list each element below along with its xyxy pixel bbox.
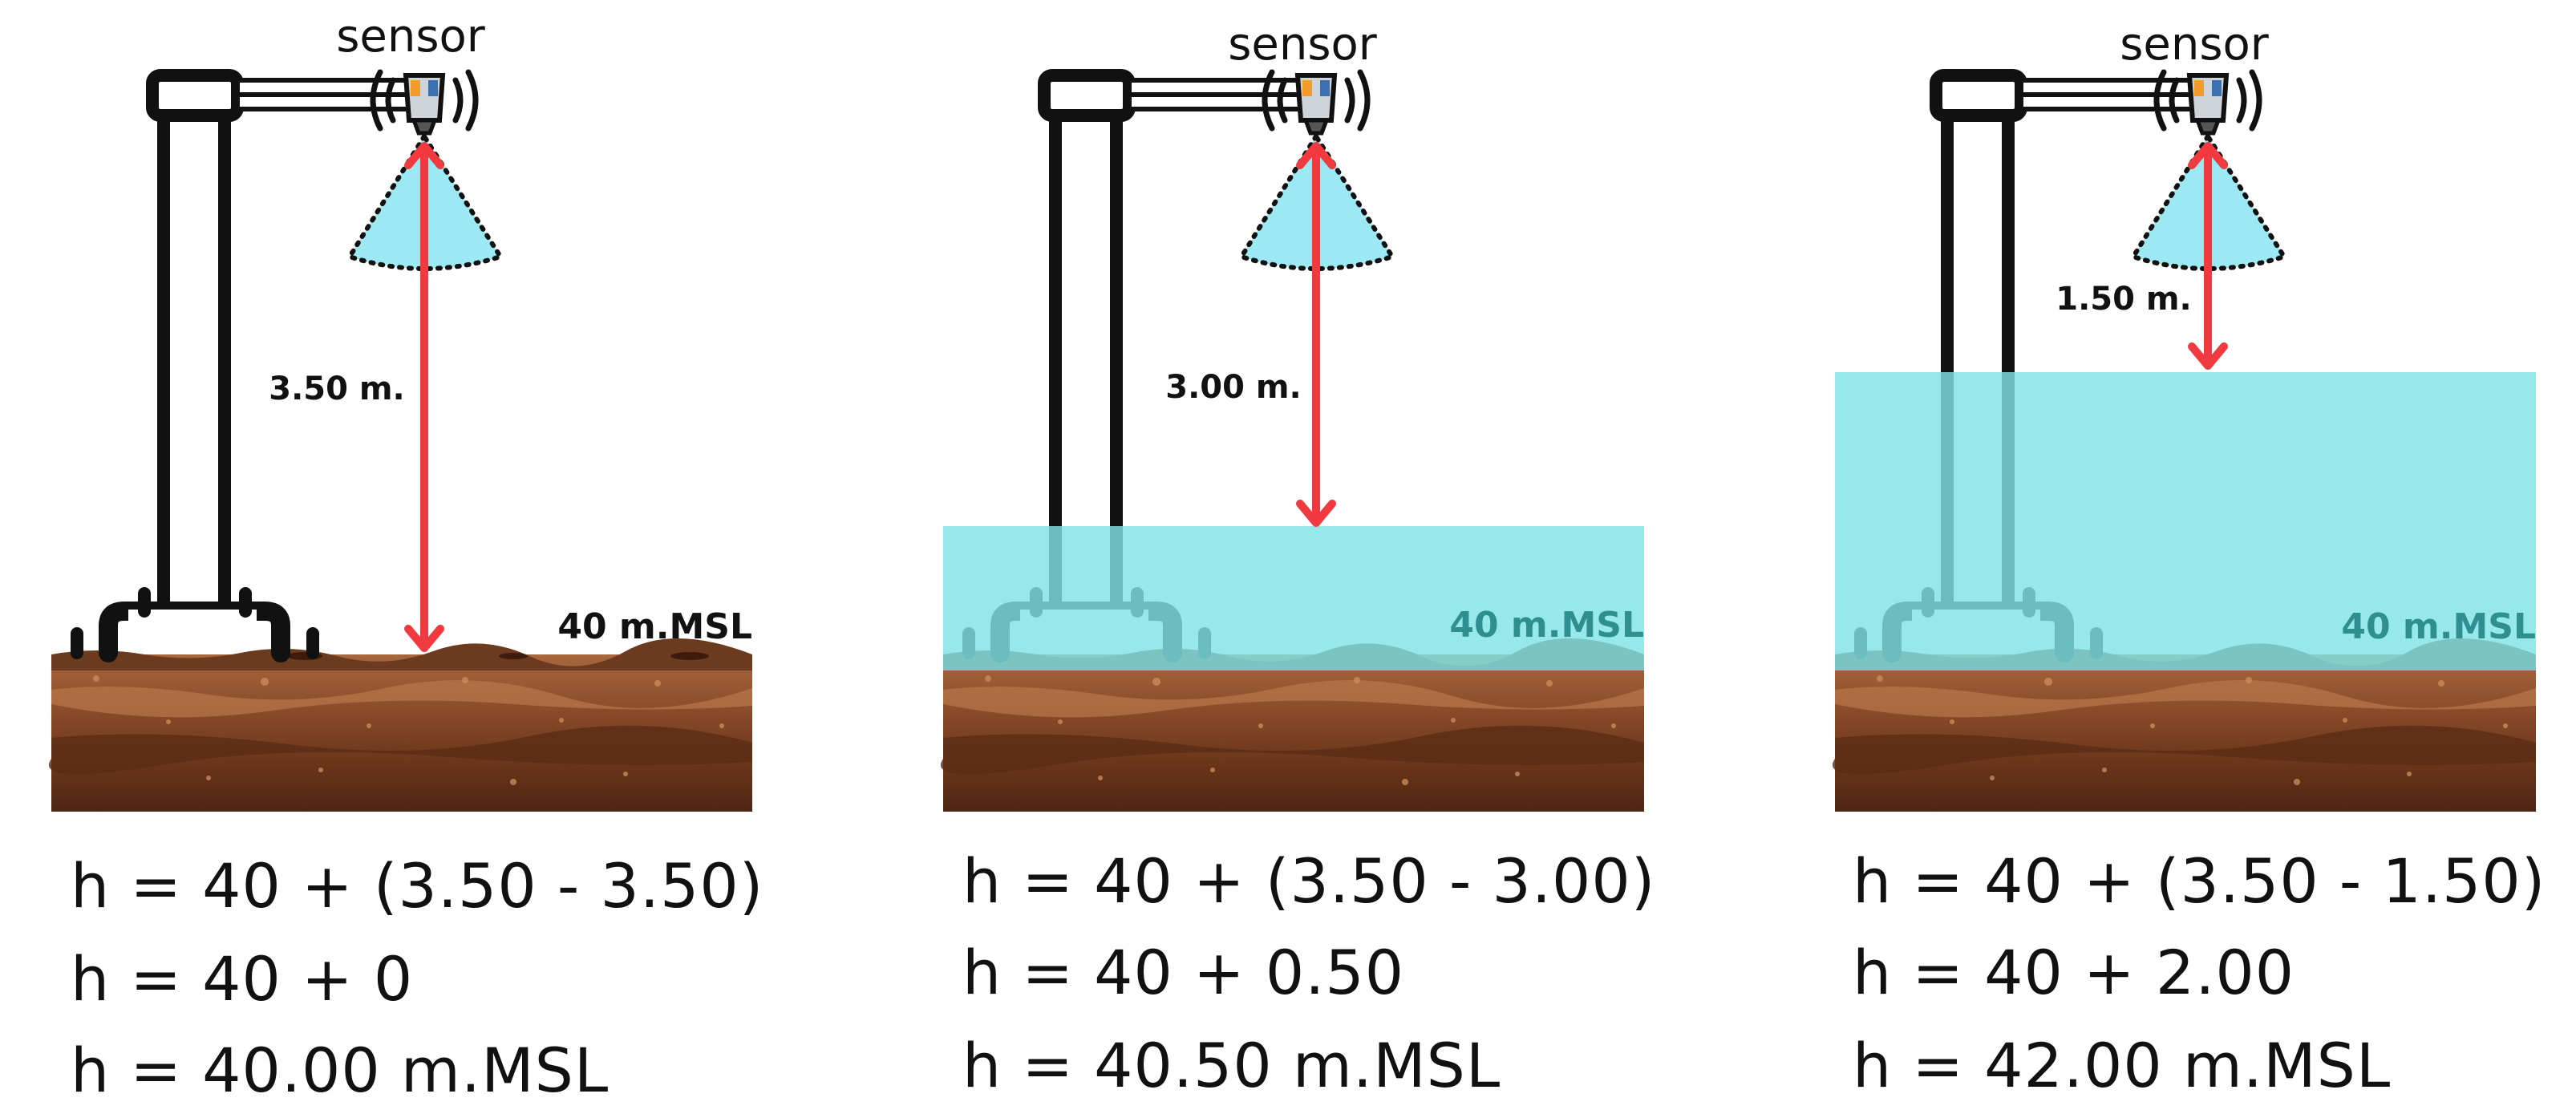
sensor-label: sensor bbox=[1228, 18, 1378, 71]
distance-arrow bbox=[404, 142, 444, 652]
sensor-label: sensor bbox=[336, 10, 486, 63]
sensor-arm bbox=[235, 78, 418, 111]
panel-2: sensor 3.00 m. 40 m.MSL h = 40 + (3.50 -… bbox=[892, 0, 1750, 1114]
formula-line: h = 40 + 2.00 bbox=[1853, 937, 2295, 1008]
sensor-diagram-1: sensor 3.50 m. 40 m.MSL bbox=[48, 10, 752, 812]
formula-line: h = 40 + 0.50 bbox=[962, 937, 1405, 1008]
formula-line: h = 40 + (3.50 - 3.50) bbox=[71, 850, 764, 922]
ground bbox=[940, 638, 1644, 812]
reference-level-label: 40 m.MSL bbox=[2341, 606, 2536, 647]
water-body bbox=[943, 526, 1644, 670]
distance-label: 1.50 m. bbox=[2056, 281, 2192, 318]
ultrasonic-sensor-icon bbox=[2153, 69, 2262, 136]
distance-arrow bbox=[2188, 142, 2228, 370]
formula-line: h = 40 + 0 bbox=[71, 943, 414, 1015]
distance-arrow bbox=[1296, 142, 1336, 527]
ground bbox=[48, 638, 752, 812]
sensor-diagram-3: sensor 1.50 m. 40 m.MSL bbox=[1832, 18, 2536, 812]
panel-3: sensor 1.50 m. 40 m.MSL h = 40 + (3.50 -… bbox=[1784, 0, 2576, 1114]
sensor-diagram-2: sensor 3.00 m. 40 m.MSL bbox=[940, 18, 1644, 812]
formula-line: h = 40 + (3.50 - 1.50) bbox=[1853, 845, 2546, 917]
sensor-label: sensor bbox=[2120, 18, 2270, 71]
ultrasonic-sensor-icon bbox=[1262, 69, 1371, 136]
formula-line: h = 42.00 m.MSL bbox=[1853, 1030, 2392, 1101]
sensor-pole bbox=[71, 69, 319, 662]
formula-line: h = 40.00 m.MSL bbox=[71, 1035, 610, 1106]
panel-1: sensor 3.50 m. 40 m.MSL h = 40 + (3.50 -… bbox=[0, 0, 858, 1114]
ground bbox=[1832, 638, 2536, 812]
distance-label: 3.50 m. bbox=[269, 371, 405, 407]
reference-level-label: 40 m.MSL bbox=[1449, 605, 1644, 646]
reference-level-label: 40 m.MSL bbox=[557, 606, 752, 647]
formula-line: h = 40.50 m.MSL bbox=[962, 1030, 1501, 1101]
distance-label: 3.00 m. bbox=[1165, 369, 1302, 406]
ultrasonic-sensor-icon bbox=[370, 69, 479, 136]
water-body bbox=[1835, 372, 2536, 670]
formula-line: h = 40 + (3.50 - 3.00) bbox=[962, 845, 1656, 917]
